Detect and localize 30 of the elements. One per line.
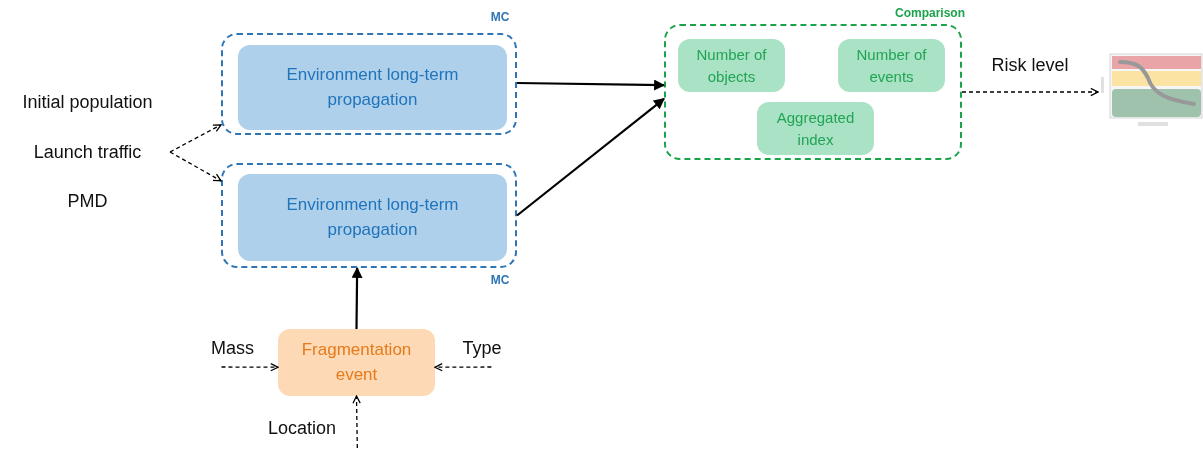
arrow <box>220 362 279 372</box>
arrow <box>169 151 222 182</box>
input-label: Location <box>268 418 338 439</box>
arrow <box>351 266 363 329</box>
box-label: Environment long-term propagation <box>285 63 460 111</box>
arrow <box>434 362 492 372</box>
arrow <box>961 87 1099 97</box>
process-box <box>238 45 507 130</box>
box-label: Fragmentation event <box>300 338 413 386</box>
process-box <box>757 102 874 155</box>
group-label: MC <box>489 273 511 287</box>
arrow <box>352 395 361 449</box>
process-box <box>678 39 785 92</box>
group-label: MC <box>489 10 511 24</box>
process-box <box>238 174 507 261</box>
input-label: PMD <box>67 191 108 212</box>
input-label: Type <box>461 338 503 359</box>
arrow <box>517 79 666 91</box>
arrow <box>169 124 222 153</box>
box-label: Number of objects <box>695 44 768 87</box>
group-label: Comparison <box>894 6 966 20</box>
box-label: Number of events <box>855 44 928 87</box>
input-label: Launch traffic <box>33 141 142 163</box>
arrow <box>516 97 665 217</box>
input-label: Mass <box>210 338 255 359</box>
process-box <box>838 39 945 92</box>
input-label: Initial population <box>22 92 153 113</box>
box-label: Aggregated index <box>775 107 856 150</box>
box-label: Environment long-term propagation <box>285 193 460 241</box>
process-box <box>278 329 435 396</box>
